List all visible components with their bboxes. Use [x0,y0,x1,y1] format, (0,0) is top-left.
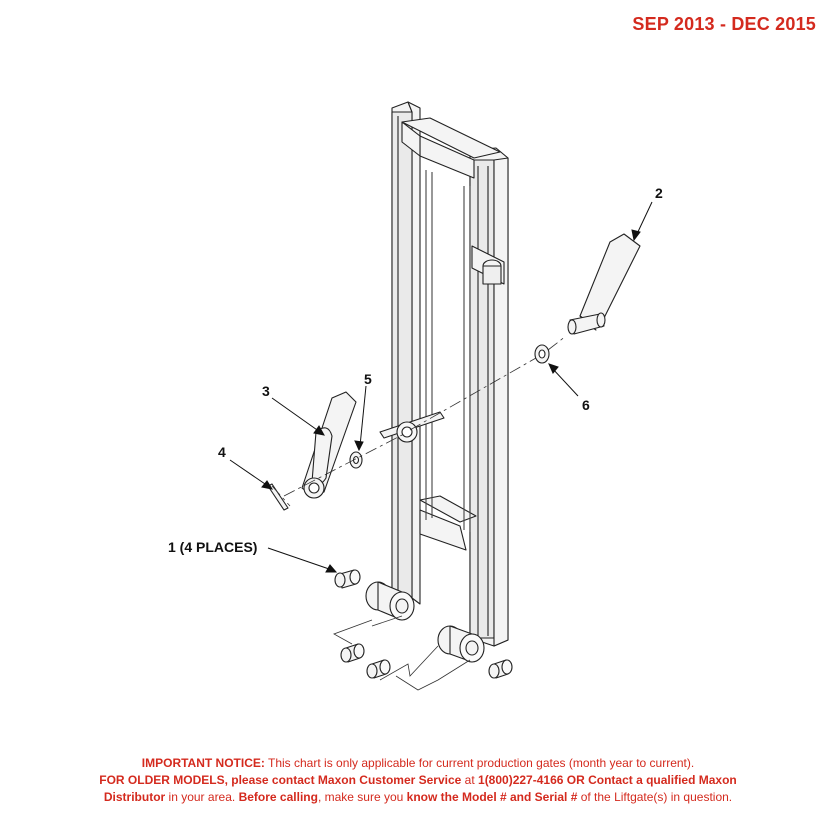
notice-line-1: IMPORTANT NOTICE: This chart is only app… [30,755,806,772]
left-frame-column [391,101,421,605]
hinge-bracket [471,245,505,285]
notice-line-3-text-2: , make sure you [317,790,407,804]
pin-part-4 [267,483,289,511]
callout-5: 5 [364,371,372,387]
right-frame-column [469,147,509,647]
top-crossbar [401,117,501,179]
callout-4: 4 [218,444,226,460]
callout-3: 3 [262,383,270,399]
notice-line-3-text-3: of the Liftgate(s) in question. [577,790,733,804]
notice-model-serial: know the Model # and Serial # [406,790,578,804]
notice-line-2: FOR OLDER MODELS, please contact Maxon C… [30,772,806,789]
bottom-crossbar [419,495,477,551]
bushing-part-1-b [340,643,365,663]
notice-line-1-text: This chart is only applicable for curren… [264,756,695,770]
pivot-shaft [379,411,445,443]
notice-line-3: Distributor in your area. Before calling… [30,789,806,806]
notice-older-models: FOR OLDER MODELS, please contact Maxon C… [99,773,462,787]
right-bushing-housing [437,625,485,663]
date-range-title: SEP 2013 - DEC 2015 [632,14,816,34]
notice-before-calling: Before calling [238,790,318,804]
notice-heading: IMPORTANT NOTICE: [141,756,265,770]
washer-part-5 [349,451,363,469]
important-notice: IMPORTANT NOTICE: This chart is only app… [30,755,806,806]
washer-part-6 [534,344,550,364]
notice-line-3-text: in your area. [165,790,239,804]
handle-part-2 [567,233,641,335]
notice-line-2-text: at [461,773,479,787]
bushing-part-1-c [366,659,391,679]
latch-part-3 [301,391,357,499]
left-bushing-housing [365,581,415,621]
callout-6: 6 [582,397,590,413]
bushing-part-1-a [334,569,361,589]
notice-distributor: Distributor [103,790,166,804]
bushing-part-1-d [488,659,513,679]
callout-1: 1 (4 PLACES) [168,539,257,555]
notice-phone: 1(800)227-4166 OR Contact a qualified Ma… [478,773,737,787]
callout-2: 2 [655,185,663,201]
